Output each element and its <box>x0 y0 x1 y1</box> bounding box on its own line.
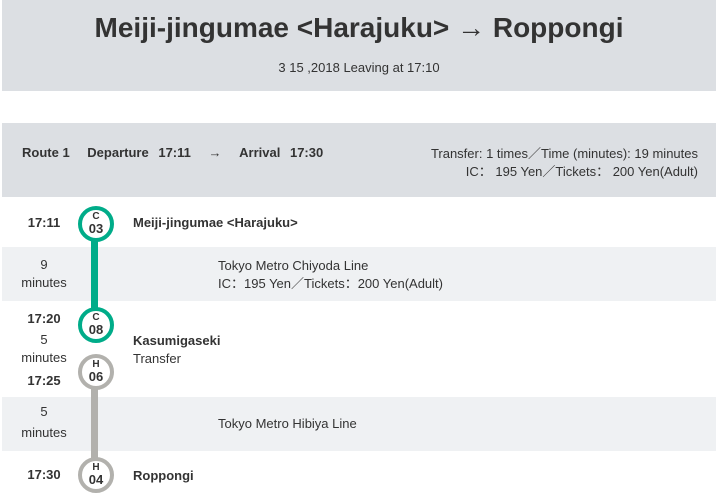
route-summary[interactable]: Route 1 Departure 17:11 → Arrival 17:30 … <box>2 123 716 197</box>
route-summary-times: Route 1 Departure 17:11 → Arrival 17:30 <box>22 145 323 160</box>
line-name[interactable]: Tokyo Metro Hibiya Line <box>218 416 357 431</box>
chiyoda-line-segment <box>91 232 98 312</box>
arrival-time: 17:30 <box>27 467 61 482</box>
ride-duration-unit: minutes <box>21 275 67 290</box>
transfer-wait-unit: minutes <box>21 350 67 365</box>
line-info: Tokyo Metro Chiyoda Line IC：195 Yen／Tick… <box>218 257 443 293</box>
station-row-transfer: 17:20 5 minutes 17:25 Kasumigaseki Trans… <box>2 301 716 397</box>
station-name[interactable]: Kasumigaseki <box>133 333 221 348</box>
station-number-badge-icon: H 04 <box>78 457 114 493</box>
page-title: Meiji-jingumae <Harajuku> → Roppongi <box>94 12 624 43</box>
line-fare: IC：195 Yen／Tickets：200 Yen(Adult) <box>218 276 443 291</box>
route-label: Route 1 <box>22 145 70 160</box>
transfer-label: Transfer <box>133 351 181 366</box>
station-number-badge-icon: H 06 <box>78 354 114 390</box>
transfer-time-info: Transfer: 1 times／Time (minutes): 19 min… <box>430 146 698 161</box>
station-row-destination: 17:30 Roppongi <box>2 451 716 501</box>
hibiya-line-segment <box>91 380 98 468</box>
station-number-badge-icon: C 08 <box>78 307 114 343</box>
line-name[interactable]: Tokyo Metro Chiyoda Line <box>218 258 369 273</box>
departure-time: 17:11 <box>27 215 61 230</box>
line-row-chiyoda: 9 minutes Tokyo Metro Chiyoda Line IC：19… <box>2 247 716 301</box>
arrival-label: Arrival <box>239 145 281 160</box>
route-summary-details: Transfer: 1 times／Time (minutes): 19 min… <box>431 145 698 181</box>
arrival-time: 17:30 <box>289 145 324 160</box>
station-row-origin: 17:11 Meiji-jingumae <Harajuku> <box>2 199 716 247</box>
ride-duration-unit: minutes <box>21 425 67 440</box>
station-name[interactable]: Roppongi <box>133 468 194 483</box>
line-row-hibiya: 5 minutes Tokyo Metro Hibiya Line <box>2 397 716 451</box>
ride-duration: 9 minutes <box>2 256 86 292</box>
search-conditions: 3 15 ,2018 Leaving at 17:10 <box>278 60 440 75</box>
station-name[interactable]: Meiji-jingumae <Harajuku> <box>133 215 298 230</box>
transfer-wait-value: 5 <box>40 332 48 347</box>
arrival-time: 17:20 <box>27 311 61 326</box>
ride-duration-value: 9 <box>40 257 48 272</box>
ride-duration-value: 5 <box>40 404 48 419</box>
ride-duration: 5 minutes <box>2 403 86 442</box>
departure-time: 17:11 <box>158 145 191 160</box>
search-header: Meiji-jingumae <Harajuku> → Roppongi 3 1… <box>2 0 716 91</box>
fare-info: IC： 195 Yen／Tickets： 200 Yen(Adult) <box>465 164 698 179</box>
departure-time: 17:25 <box>27 373 61 388</box>
arrow-icon: → <box>208 145 222 160</box>
departure-label: Departure <box>87 145 149 160</box>
station-number-badge-icon: C 03 <box>78 206 114 242</box>
transfer-wait: 5 minutes <box>2 331 86 367</box>
line-info: Tokyo Metro Hibiya Line <box>218 415 357 433</box>
